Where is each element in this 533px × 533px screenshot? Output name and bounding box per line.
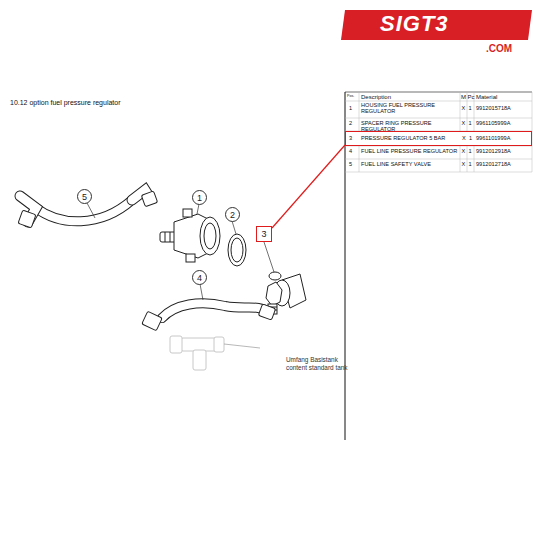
highlighted-callout: 3 bbox=[256, 226, 272, 242]
logo-domain: .COM bbox=[486, 44, 512, 55]
table-cell: 1 bbox=[469, 162, 472, 168]
table-cell: 4 bbox=[349, 149, 352, 155]
standard-tank-fitting bbox=[170, 336, 260, 370]
table-cell: 9912012918A bbox=[476, 149, 511, 155]
callout-number: 5 bbox=[77, 189, 92, 204]
table-cell: 2 bbox=[349, 121, 352, 127]
table-cell: 3 bbox=[349, 135, 352, 141]
fuel-line-4 bbox=[142, 303, 276, 330]
highlighted-table-row: 3 PRESSURE REGULATOR 5 BAR X1 9961101999A bbox=[345, 131, 532, 146]
callout-connector bbox=[272, 145, 345, 228]
table-cell: X bbox=[462, 149, 466, 155]
callout-text: 3 bbox=[261, 229, 266, 239]
table-cell: PRESSURE REGULATOR 5 BAR bbox=[361, 135, 445, 141]
spacer-ring bbox=[228, 234, 246, 266]
table-cell: 1 bbox=[469, 106, 472, 112]
note-text: Umfang Basistank bbox=[286, 357, 338, 364]
table-cell: 9961105999A bbox=[476, 121, 510, 127]
regulator-housing bbox=[160, 209, 220, 262]
callout-number: 4 bbox=[192, 270, 207, 285]
table-cell: 1 bbox=[469, 121, 472, 127]
table-header: Pos. bbox=[347, 95, 354, 99]
table-cell: 1 bbox=[349, 106, 352, 112]
logo-text: SIGT3 bbox=[380, 12, 449, 35]
table-header: M bbox=[461, 94, 466, 100]
page-title: 10.12 option fuel pressure regulator bbox=[10, 99, 121, 106]
callout-number: 2 bbox=[225, 207, 240, 222]
table-cell: 5 bbox=[349, 162, 352, 168]
logo-block bbox=[341, 10, 532, 40]
table-cell: FUEL LINE SAFETY VALVE bbox=[361, 162, 459, 168]
table-cell: X bbox=[462, 162, 466, 168]
table-cell: FUEL LINE PRESSURE REGULATOR bbox=[361, 149, 459, 155]
table-cell: X bbox=[462, 121, 466, 127]
note-text: content standard tank bbox=[286, 365, 347, 372]
table-lines bbox=[345, 92, 532, 440]
table-cell: 9912015718A bbox=[476, 106, 511, 112]
table-header: Description bbox=[361, 94, 391, 100]
table-cell: HOUSING FUEL PRESSURE REGULATOR bbox=[361, 103, 459, 115]
table-cell: 1 bbox=[469, 149, 472, 155]
table-grid bbox=[345, 92, 532, 172]
callout-text: 5 bbox=[82, 192, 87, 202]
callout-text: 2 bbox=[230, 210, 235, 220]
callout-text: 1 bbox=[197, 193, 202, 203]
table-cell: 9961101999A bbox=[476, 135, 510, 141]
table-cell: X bbox=[462, 106, 466, 112]
table-header: Pc bbox=[468, 94, 475, 100]
leader-lines bbox=[87, 203, 274, 300]
fuel-line-5 bbox=[18, 190, 158, 228]
table-cell: 9912012718A bbox=[476, 162, 511, 168]
table-cell: 1 bbox=[469, 135, 472, 141]
callout-number: 1 bbox=[192, 190, 207, 205]
table-header: Material bbox=[476, 94, 497, 100]
table-cell: X bbox=[462, 135, 466, 141]
callout-text: 4 bbox=[197, 273, 202, 283]
